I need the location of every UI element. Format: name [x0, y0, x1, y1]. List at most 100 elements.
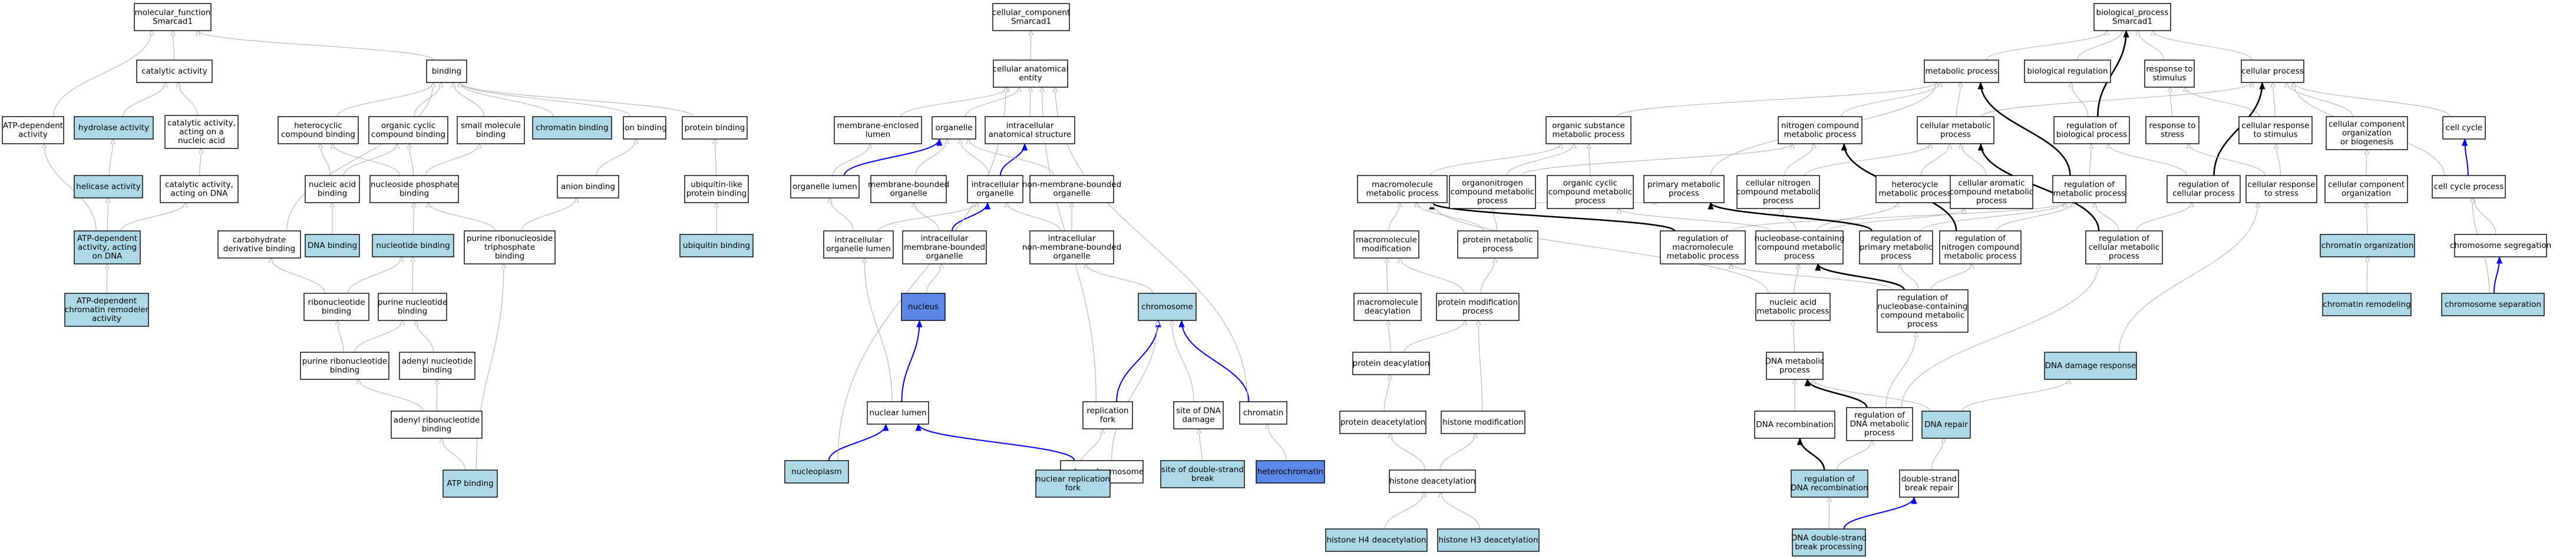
go-term-node-dnabind[interactable]: DNA binding: [305, 234, 360, 257]
go-term-node-dnarecomb[interactable]: DNA recombination: [1754, 411, 1835, 439]
go-term-node-protdeacet[interactable]: protein deacetylation: [1339, 411, 1426, 434]
go-term-node-histmod[interactable]: histone modification: [1441, 411, 1525, 434]
go-term-node-protdeacyl[interactable]: protein deacylation: [1352, 352, 1430, 375]
go-term-node-ionbind[interactable]: ion binding: [622, 116, 667, 140]
go-term-node-protbind[interactable]: protein binding: [682, 116, 748, 140]
go-term-node-hydrolase[interactable]: hydrolase activity: [74, 116, 154, 140]
go-term-node-catact[interactable]: catalytic activity: [136, 59, 213, 83]
go-term-node-h4deacet[interactable]: histone H4 deacetylation: [1325, 528, 1428, 552]
go-term-node-ntbind[interactable]: nucleotide binding: [372, 234, 454, 257]
go-term-node-dnadamresp[interactable]: DNA damage response: [2044, 352, 2137, 380]
go-term-node-orglumen[interactable]: organelle lumen: [790, 175, 860, 199]
go-term-node-chrombind[interactable]: chromatin binding: [532, 116, 612, 140]
go-term-node-metproc[interactable]: metabolic process: [1924, 59, 1999, 83]
go-term-node-cellproc[interactable]: cellular process: [2241, 59, 2304, 83]
go-term-node-cellcycleproc[interactable]: cell cycle process: [2432, 175, 2506, 199]
go-term-node-chromorg[interactable]: chromatin organization: [2320, 234, 2415, 257]
go-term-node-binding[interactable]: binding: [426, 59, 467, 83]
go-term-node-chromatin[interactable]: chromatin: [1239, 401, 1287, 425]
go-term-node-anionbind[interactable]: anion binding: [557, 175, 619, 199]
go-term-node-h3deacet[interactable]: histone H3 deacetylation: [1437, 528, 1540, 552]
go-term-node-cellcycle[interactable]: cell cycle: [2442, 116, 2486, 140]
go-term-node-bioreg[interactable]: biological regulation: [2024, 59, 2111, 83]
go-term-node-nucleoplasm[interactable]: nucleoplasm: [784, 460, 849, 484]
go-term-node-chromsep[interactable]: chromosome separation: [2441, 293, 2545, 316]
go-term-node-heterochrom[interactable]: heterochromatin: [1256, 460, 1325, 484]
go-term-node-regnbc[interactable]: regulation ofnucleobase-containingcompou…: [1877, 289, 1969, 333]
go-term-node-nuclumen[interactable]: nuclear lumen: [867, 401, 929, 425]
go-term-node-atpbind[interactable]: ATP binding: [442, 469, 498, 498]
go-term-node-nucleus[interactable]: nucleus: [901, 293, 946, 321]
go-term-node-chromremod[interactable]: chromatin remodeling: [2322, 293, 2412, 316]
go-term-node-organelle[interactable]: organelle: [932, 116, 976, 140]
go-term-node-chromseg[interactable]: chromosome segregation: [2450, 234, 2551, 257]
go-term-node-histdeacet[interactable]: histone deacetylation: [1389, 469, 1476, 493]
go-term-node-dnarepair[interactable]: DNA repair: [1921, 411, 1971, 439]
go-term-node-chromosome[interactable]: chromosome: [1138, 293, 1197, 321]
